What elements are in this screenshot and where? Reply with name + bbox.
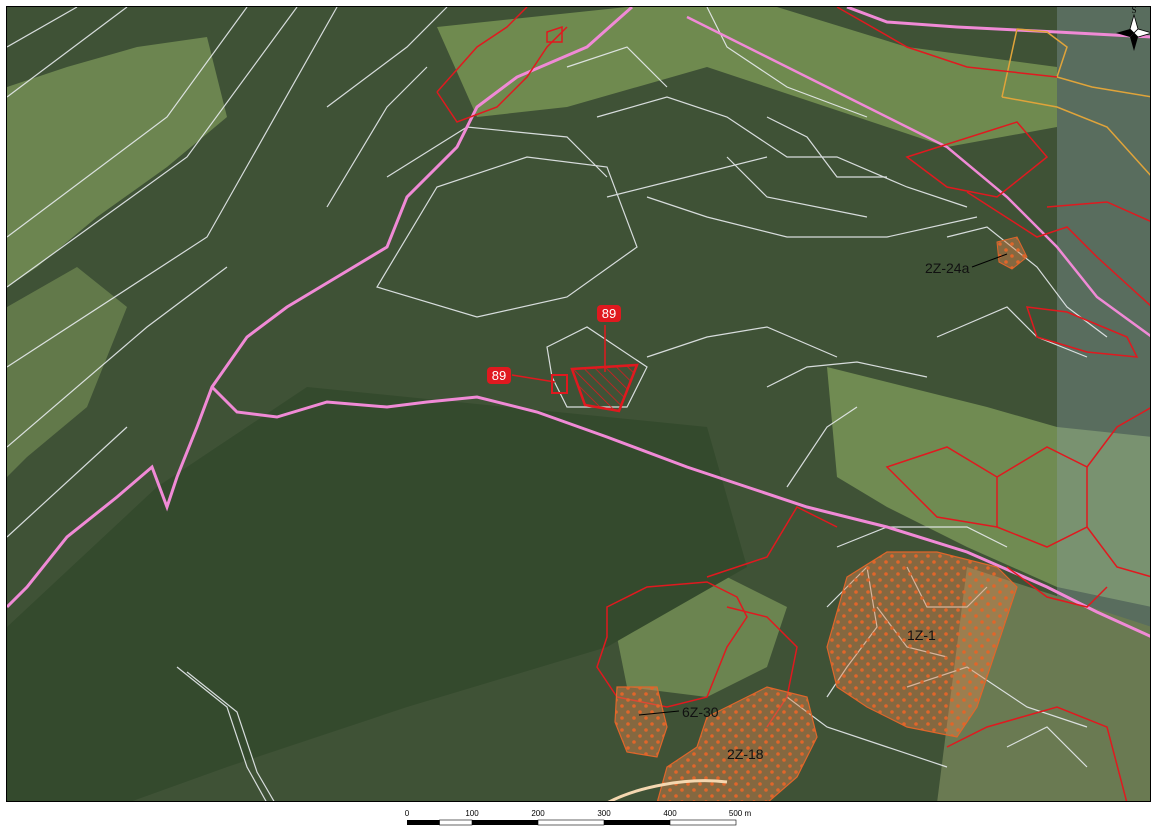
- road-north: [686, 15, 1150, 338]
- scale-tick-label: 300: [597, 809, 611, 818]
- scale-tick-label: 0: [405, 809, 410, 818]
- zone-label-1z1: 1Z-1: [907, 627, 936, 643]
- zone-label-6z30: 6Z-30: [682, 704, 719, 720]
- north-arrow-letter: S: [1131, 7, 1136, 15]
- badge-89-top: [597, 305, 621, 322]
- leader-2z24a: [971, 253, 1008, 268]
- scale-bar: 0 100 200 300 400 500 m: [405, 809, 752, 826]
- meadow-west: [7, 267, 127, 477]
- scale-segment: [604, 820, 670, 825]
- forest-dark-patch: [7, 387, 747, 801]
- scale-tick-label: 500 m: [729, 809, 752, 818]
- zone-1z1: [826, 551, 1018, 738]
- zone-2z18-curve: [607, 779, 728, 801]
- leader-89-left: [511, 374, 556, 383]
- scale-segment: [669, 819, 737, 826]
- scale-tick-label: 100: [465, 809, 479, 818]
- zone-label-2z24a: 2Z-24a: [925, 260, 970, 276]
- leader-6z30: [638, 710, 680, 716]
- zone-label-2z18: 2Z-18: [727, 746, 764, 762]
- scale-segment: [537, 819, 605, 826]
- municipal-boundary-south: [210, 385, 1150, 638]
- scale-tick-label: 200: [531, 809, 545, 818]
- parcel-89-small: [551, 374, 568, 394]
- compass-rose-icon: S: [1116, 7, 1150, 51]
- zone-2z24a: [996, 236, 1028, 270]
- meadow-northwest: [7, 37, 227, 287]
- parcel-label-89-top: 89: [602, 306, 616, 321]
- zone-6z30: [614, 686, 668, 758]
- scale-segment: [407, 820, 440, 825]
- municipal-boundary-north: [846, 7, 1150, 39]
- red-parcel-boundaries: [436, 7, 1150, 801]
- parcel-label-89-left: 89: [492, 368, 506, 383]
- meadow-east: [827, 367, 1150, 607]
- scale-segment: [472, 820, 538, 825]
- badge-89-left: [487, 367, 511, 384]
- orange-zone-boundary: [1001, 28, 1150, 176]
- parcel-89-main: [570, 363, 639, 413]
- scale-tick-label: 400: [663, 809, 677, 818]
- zone-2z18: [656, 686, 818, 801]
- map-frame[interactable]: 89 89 2Z-24a 1Z-1 6Z-30 2Z-18 S: [6, 6, 1151, 802]
- aerial-map[interactable]: 89 89 2Z-24a 1Z-1 6Z-30 2Z-18 S: [7, 7, 1151, 802]
- municipal-boundary: [7, 7, 633, 609]
- scale-segment: [439, 819, 473, 826]
